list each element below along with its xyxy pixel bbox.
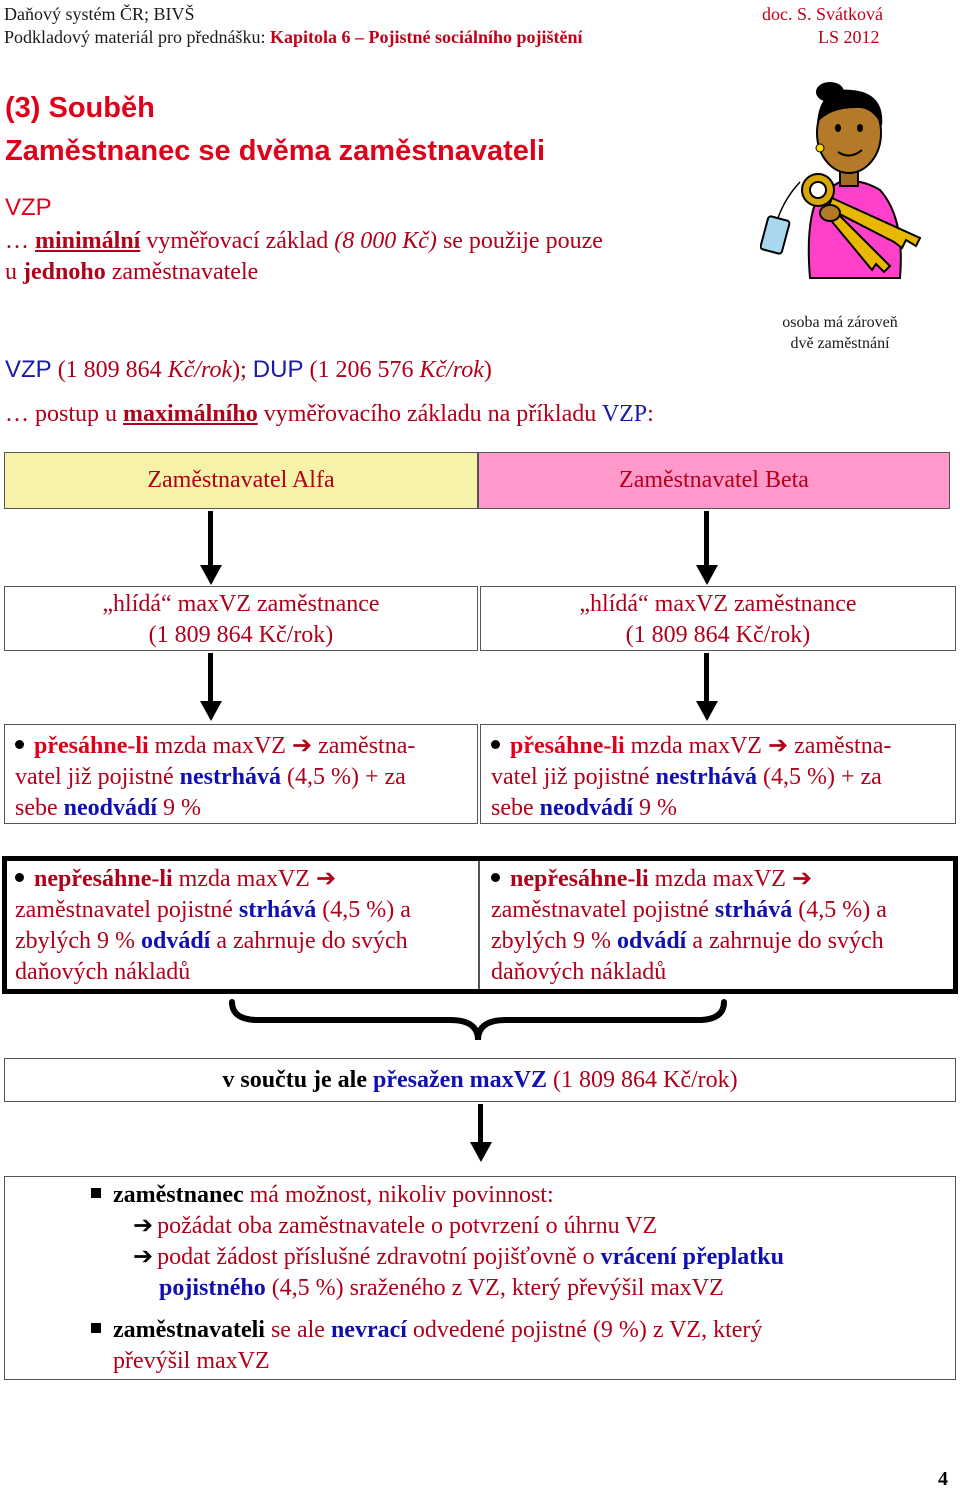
header-right-line1: doc. S. Svátková (762, 4, 883, 24)
watch-box-alfa: „hlídá“ maxVZ zaměstnance (1 809 864 Kč/… (4, 586, 478, 651)
not-exceeds-divider (478, 861, 480, 989)
page-title-line1: (3) Souběh (5, 92, 155, 124)
arrow-alfa-1 (208, 511, 213, 567)
arrow-right-icon: ➔ (133, 1213, 154, 1239)
arrow-sum (478, 1104, 483, 1144)
arrow-head-alfa-1 (199, 565, 222, 585)
vzp-min-line2: u jednoho zaměstnavatele (5, 259, 259, 285)
header-left-line1: Daňový systém ČR; BIVŠ (4, 4, 195, 24)
person-with-keys-illustration (759, 78, 930, 288)
bullet-icon (15, 739, 24, 749)
arrow-alfa-2 (208, 653, 213, 703)
curly-brace-icon (228, 998, 728, 1044)
conclusion-box: zaměstnanec má možnost, nikoliv povinnos… (4, 1176, 956, 1380)
square-bullet-icon (91, 1323, 101, 1334)
arrow-head-sum (469, 1142, 492, 1162)
bullet-icon (491, 739, 500, 749)
watch-box-beta: „hlídá“ maxVZ zaměstnance (1 809 864 Kč/… (480, 586, 956, 651)
employer-alfa-box: Zaměstnavatel Alfa (4, 452, 478, 509)
page-number: 4 (938, 1468, 948, 1490)
header-left-line2: Podkladový materiál pro přednášku: Kapit… (4, 27, 583, 47)
arrow-beta-1 (704, 511, 709, 567)
illustration-caption: osoba má zároveň dvě zaměstnání (782, 314, 898, 352)
exceeds-box-beta: přesáhne-li mzda maxVZ ➔ zaměstna- vatel… (480, 724, 956, 824)
sum-box: v součtu je ale přesažen maxVZ (1 809 86… (4, 1058, 956, 1102)
arrow-beta-2 (704, 653, 709, 703)
bullet-icon (491, 872, 500, 882)
arrow-head-beta-2 (695, 701, 718, 721)
not-exceeds-beta: nepřesáhne-li mzda maxVZ ➔ zaměstnavatel… (491, 866, 887, 985)
procedure-line: … postup u maximálního vyměřovacího zákl… (5, 401, 654, 427)
header-right-line2: LS 2012 (818, 27, 880, 47)
vzp-label: VZP (5, 194, 52, 221)
exceeds-box-alfa: přesáhne-li mzda maxVZ ➔ zaměstna- vatel… (4, 724, 478, 824)
not-exceeds-alfa: nepřesáhne-li mzda maxVZ ➔ zaměstnavatel… (15, 866, 411, 985)
page-title-line2: Zaměstnanec se dvěma zaměstnavateli (5, 135, 545, 167)
employer-beta-box: Zaměstnavatel Beta (478, 452, 950, 509)
square-bullet-icon (91, 1188, 101, 1199)
bullet-icon (15, 872, 24, 882)
arrow-right-icon: ➔ (133, 1244, 154, 1270)
arrow-head-alfa-2 (199, 701, 222, 721)
arrow-head-beta-1 (695, 565, 718, 585)
vzp-min-line1: … minimální vyměřovací základ (8 000 Kč)… (5, 228, 603, 254)
not-exceeds-frame (2, 856, 958, 994)
limits-line: VZP (1 809 864 Kč/rok); DUP (1 206 576 K… (5, 356, 492, 383)
